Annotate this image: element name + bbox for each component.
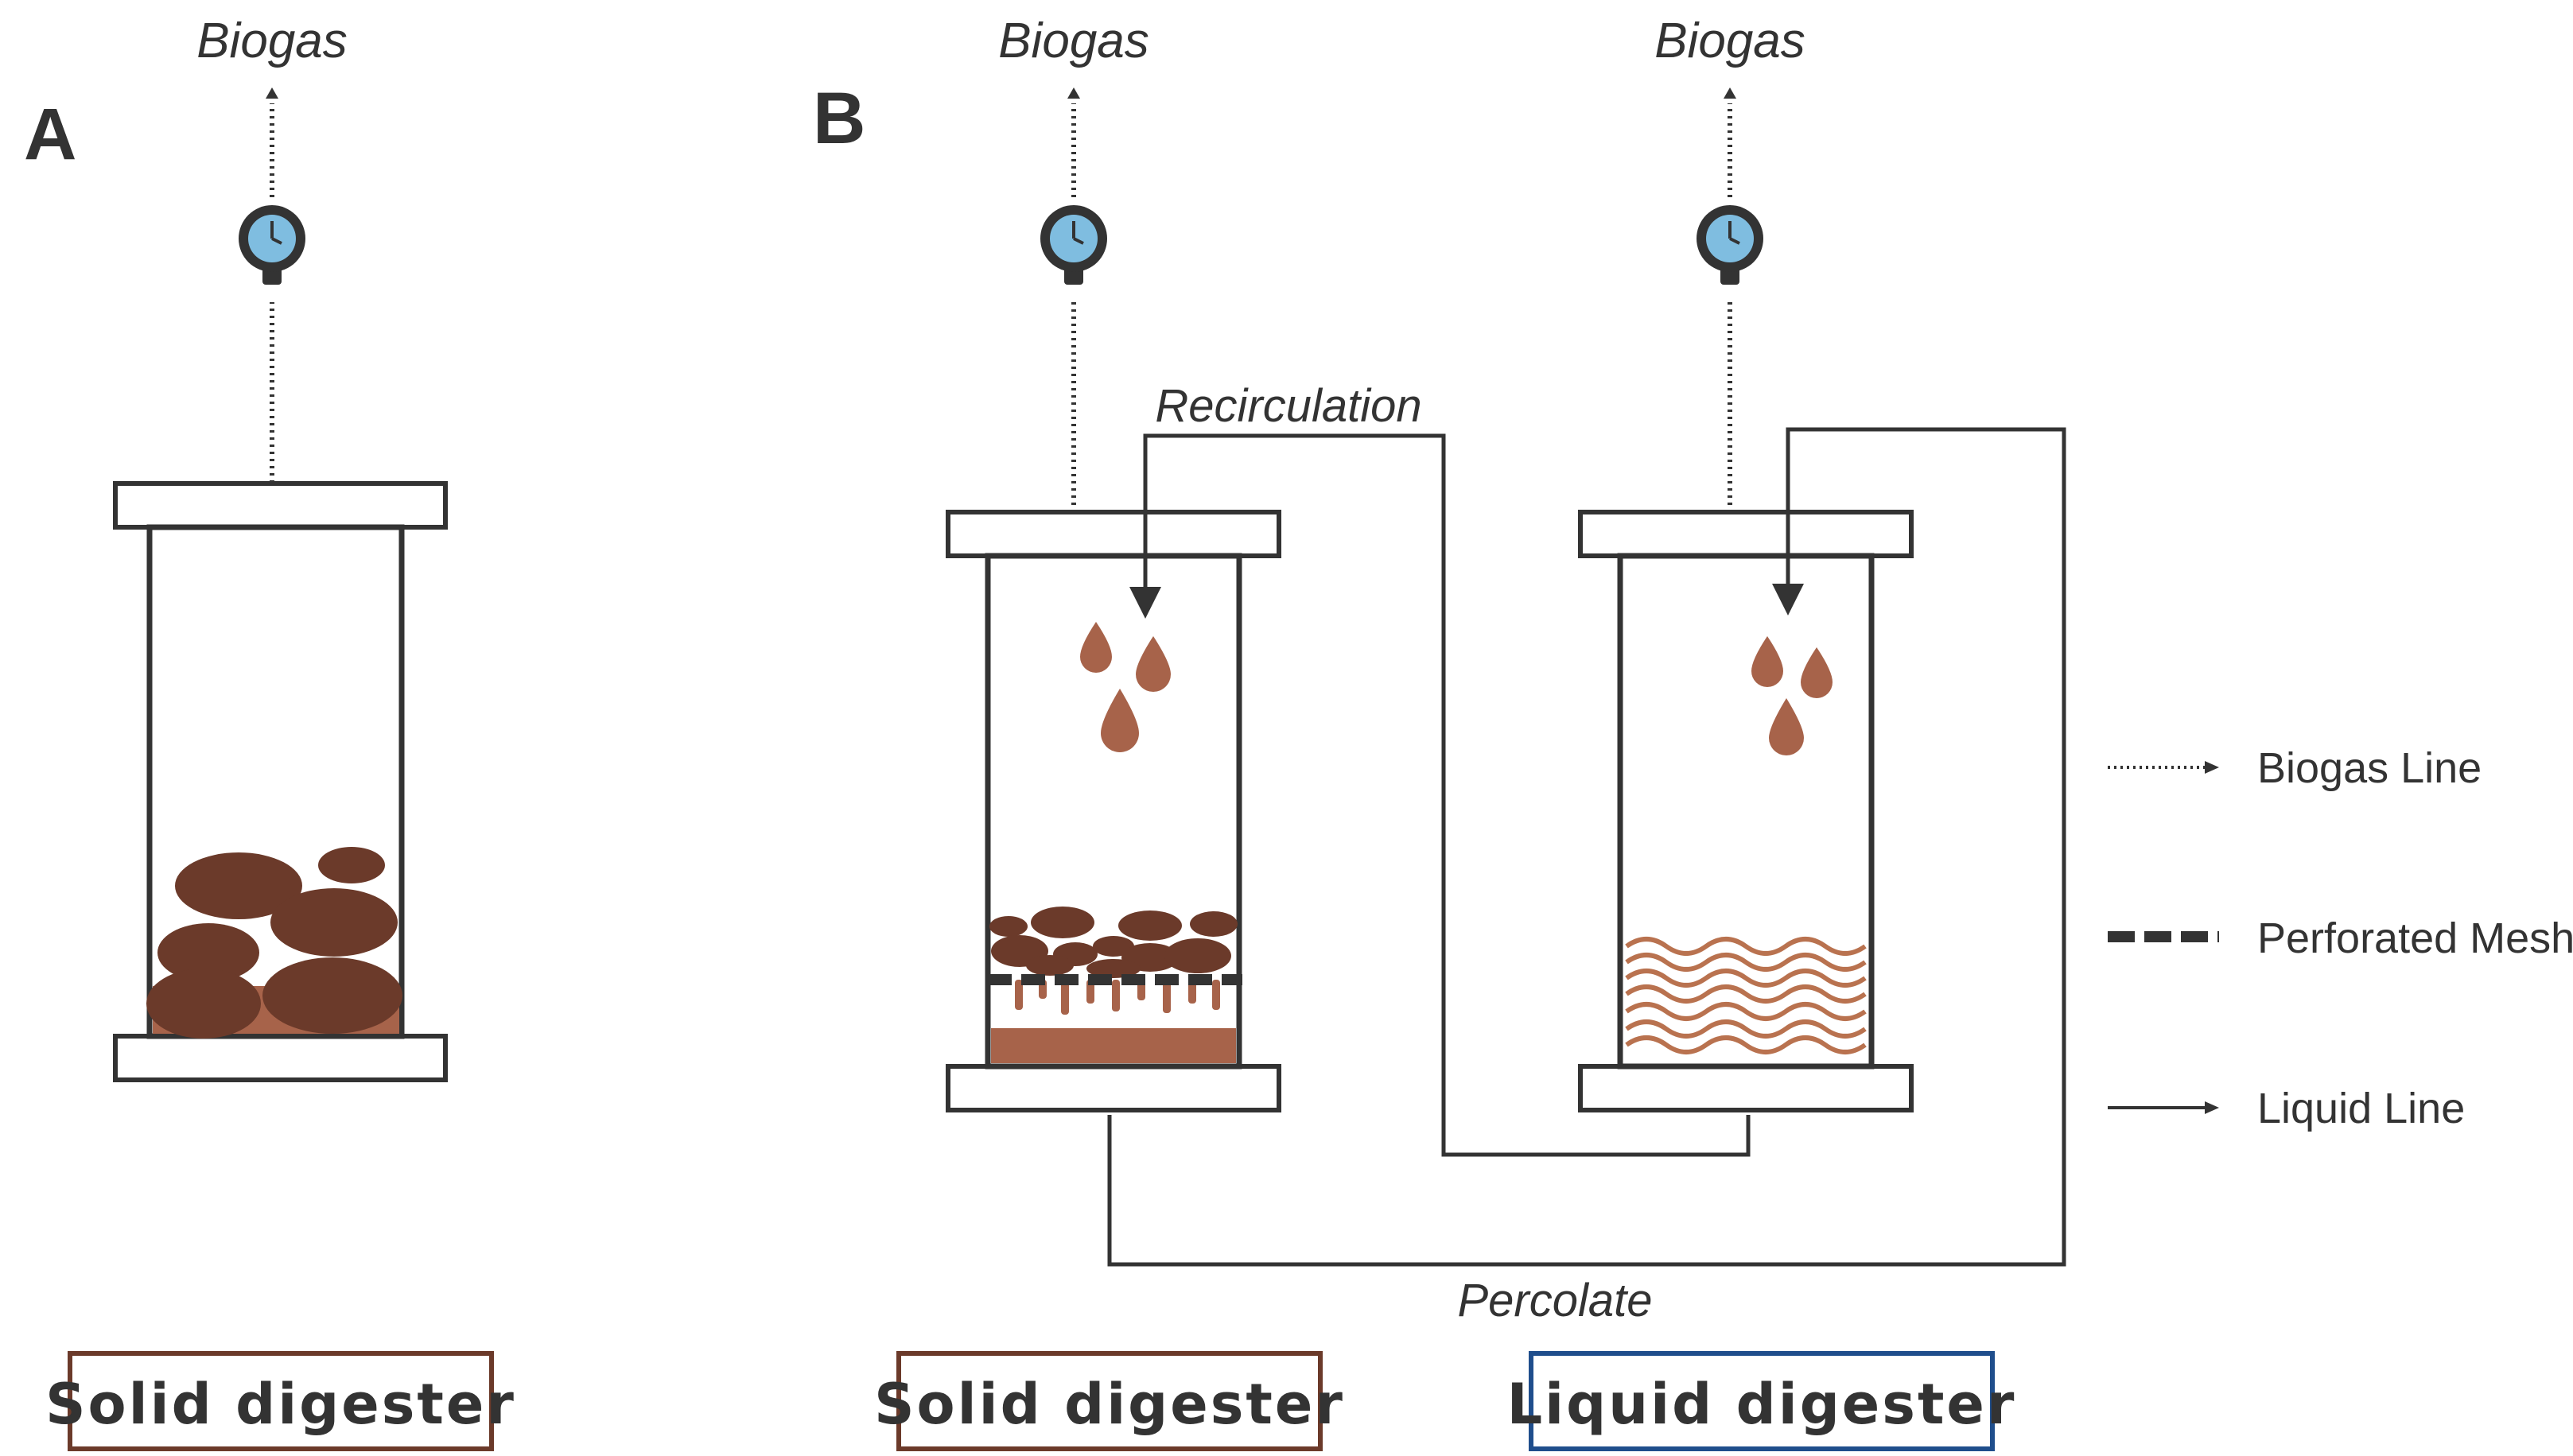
biogas-arrow-icon xyxy=(1067,87,1080,99)
liquid-digester-vessel-b xyxy=(1578,510,1914,1112)
label-box-solid-digester-b: Solid digester xyxy=(874,1351,1345,1451)
legend-label: Biogas Line xyxy=(2257,744,2482,792)
substrate-particles xyxy=(989,907,1238,978)
recirculation-label: Recirculation xyxy=(1155,380,1421,432)
solid-digester-vessel-a xyxy=(113,481,448,1082)
biogas-arrow-icon xyxy=(1724,87,1736,99)
legend-item-biogas-line: Biogas Line xyxy=(2108,744,2482,792)
legend: Biogas Line Perforated Mesh Liquid Line xyxy=(2108,744,2573,1132)
legend-label: Liquid Line xyxy=(2257,1085,2465,1132)
arrow-icon xyxy=(2205,761,2219,774)
pressure-gauge-icon xyxy=(1697,205,1763,285)
fiber-strands xyxy=(1625,937,1867,1054)
percolate-drops xyxy=(1751,636,1833,755)
solid-digester-vessel-b xyxy=(946,510,1281,1112)
percolate-drips xyxy=(1015,980,1220,1015)
biogas-label-b-solid: Biogas xyxy=(998,14,1149,68)
percolate-label: Percolate xyxy=(1457,1275,1652,1326)
recirculation-drops xyxy=(1080,622,1171,752)
substrate-particles xyxy=(146,847,402,1039)
label-box-liquid-digester-b: Liquid digester xyxy=(1507,1351,2017,1451)
recirculation-line xyxy=(1129,433,1751,1157)
legend-item-perforated-mesh: Perforated Mesh xyxy=(2108,914,2573,962)
legend-label: Perforated Mesh xyxy=(2257,914,2573,962)
solid-digester-label-b: Solid digester xyxy=(874,1372,1345,1437)
arrow-icon xyxy=(2205,1101,2219,1114)
biogas-label-b-liquid: Biogas xyxy=(1654,14,1805,68)
biogas-arrow-icon xyxy=(266,87,278,99)
legend-item-liquid-line: Liquid Line xyxy=(2108,1085,2465,1132)
pressure-gauge-icon xyxy=(239,205,305,285)
panel-label-a: A xyxy=(24,94,76,175)
percolate-layer xyxy=(991,1028,1236,1063)
solid-digester-label-a: Solid digester xyxy=(45,1372,516,1437)
percolate-line xyxy=(1107,427,2066,1267)
panel-label-b: B xyxy=(813,78,865,159)
pressure-gauge-icon xyxy=(1040,205,1107,285)
label-box-solid-digester-a: Solid digester xyxy=(45,1351,516,1451)
biogas-label-a: Biogas xyxy=(196,14,348,68)
liquid-digester-label-b: Liquid digester xyxy=(1507,1372,2017,1437)
